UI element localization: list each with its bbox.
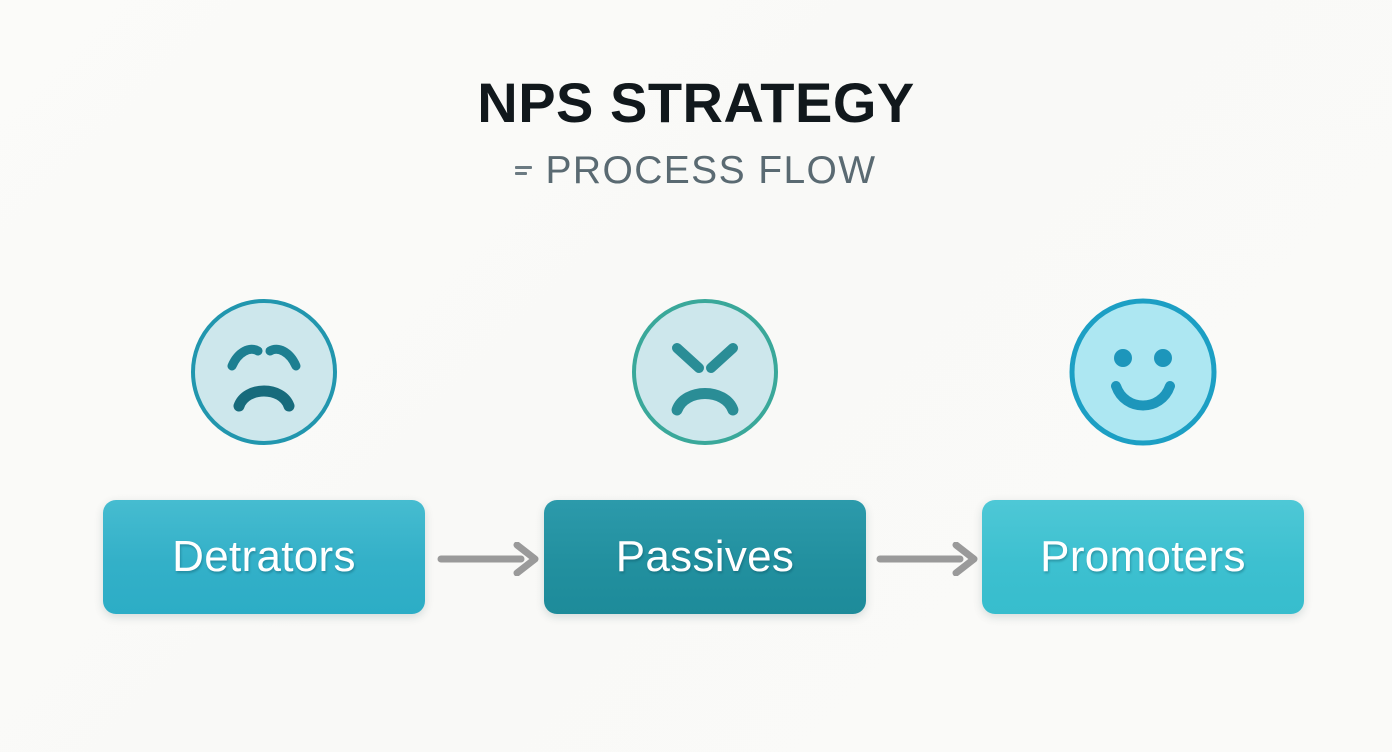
angry-face-icon <box>629 296 781 448</box>
face-wrap-detractors <box>103 296 425 451</box>
stage-box-detractors[interactable]: Detrators <box>103 500 425 614</box>
stage-label-passives: Passives <box>615 532 795 581</box>
page-title: NPS STRATEGY <box>477 71 915 134</box>
happy-face-icon <box>1067 296 1219 448</box>
arrow-right-icon <box>437 542 549 576</box>
header: NPS STRATEGY PROCESS FLOW <box>0 71 1392 190</box>
flow-stage-passives: Passives <box>544 296 866 626</box>
stage-label-promoters: Promoters <box>1040 532 1246 581</box>
subtitle-row: PROCESS FLOW <box>0 151 1392 190</box>
face-wrap-passives <box>544 296 866 451</box>
process-flow: Detrators <box>0 296 1392 626</box>
sad-face-icon <box>188 296 340 448</box>
arrow-right-icon <box>876 542 988 576</box>
dash-marker-icon <box>515 163 533 177</box>
stage-box-passives[interactable]: Passives <box>544 500 866 614</box>
face-wrap-promoters <box>982 296 1304 451</box>
flow-stage-detractors: Detrators <box>103 296 425 626</box>
stage-box-promoters[interactable]: Promoters <box>982 500 1304 614</box>
page-subtitle: PROCESS FLOW <box>545 148 877 192</box>
stage-label-detractors: Detrators <box>172 532 356 581</box>
flow-stage-promoters: Promoters <box>982 296 1304 626</box>
